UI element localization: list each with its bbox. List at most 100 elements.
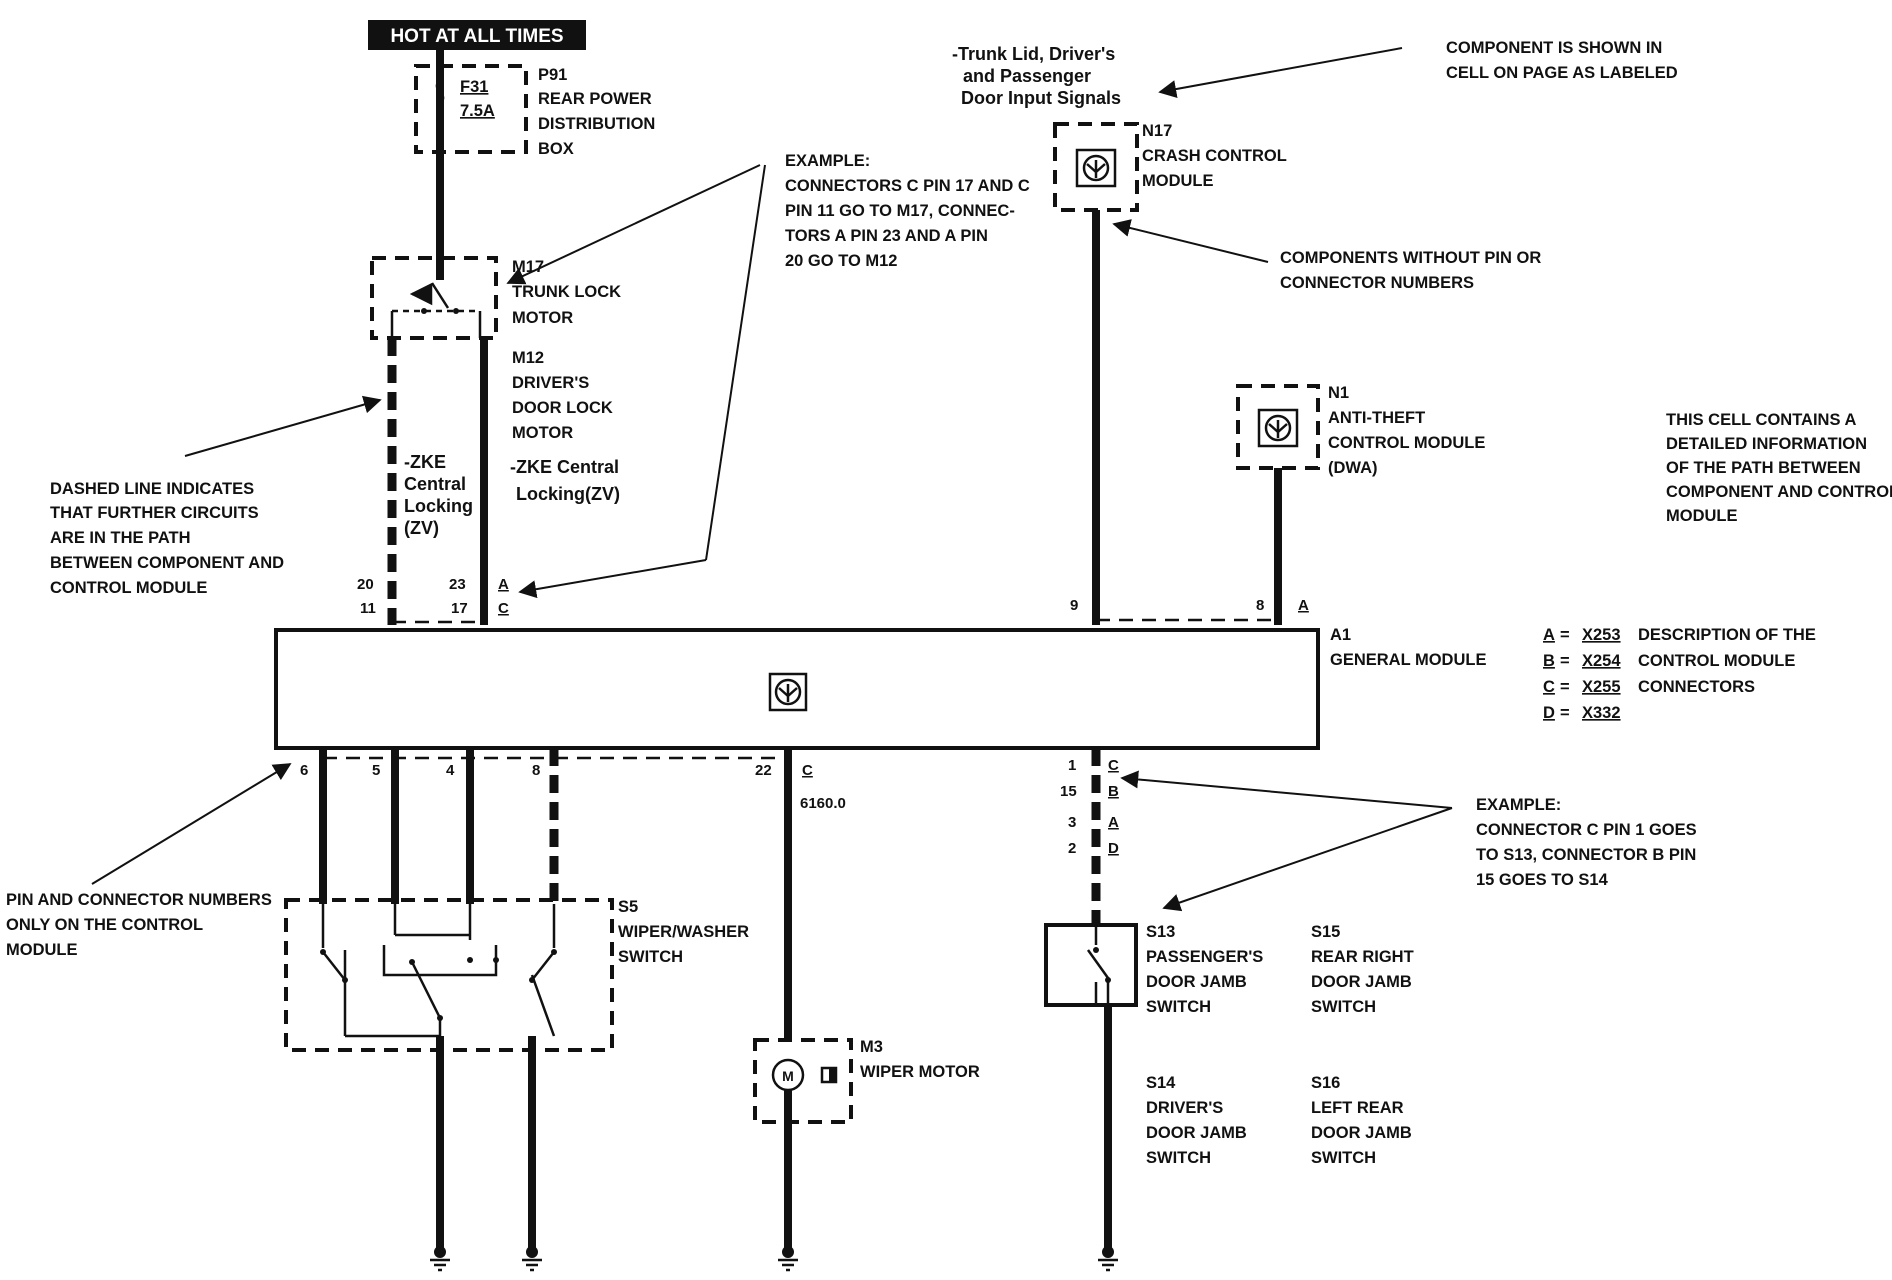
drivers-door-lock-motor-m12: M12 DRIVER'S DOOR LOCK MOTOR	[512, 349, 613, 442]
annotation-example-right: EXAMPLE: CONNECTOR C PIN 1 GOES TO S13, …	[1120, 770, 1697, 912]
legend-desc-3: CONNECTORS	[1638, 678, 1755, 696]
conn-a-top-left: A	[498, 576, 509, 593]
wiper-washer-switch-s5: S5 WIPER/WASHER SWITCH	[284, 898, 749, 1252]
n1-line-1: ANTI-THEFT	[1328, 409, 1425, 427]
legend-eq-a: =	[1560, 626, 1570, 644]
pin-8: 8	[1256, 597, 1264, 614]
pin-20: 20	[357, 576, 374, 593]
conn-c-right: C	[1108, 757, 1119, 774]
annotation-pin-connector: PIN AND CONNECTOR NUMBERS ONLY ON THE CO…	[6, 763, 292, 959]
annot-example-top-2: CONNECTORS C PIN 17 AND C	[785, 177, 1030, 195]
s15-line-1: REAR RIGHT	[1311, 948, 1414, 966]
p91-id: P91	[538, 66, 567, 84]
annot-example-right-4: 15 GOES TO S14	[1476, 871, 1609, 889]
s14-line-1: DRIVER'S	[1146, 1099, 1223, 1117]
annot-cell-2: DETAILED INFORMATION	[1666, 435, 1867, 453]
pin-23: 23	[449, 576, 466, 593]
legend-eq-d: =	[1560, 704, 1570, 722]
s13-line-3: SWITCH	[1146, 998, 1211, 1016]
conn-c-bottom: C	[802, 762, 813, 779]
p91-line-3: BOX	[538, 140, 574, 158]
s5-line-1: WIPER/WASHER	[618, 923, 749, 941]
pin-8-bottom: 8	[532, 762, 540, 779]
door-jamb-switch-s14: S14 DRIVER'S DOOR JAMB SWITCH	[1146, 1074, 1247, 1167]
m17-line-2: MOTOR	[512, 309, 573, 327]
s15-line-3: SWITCH	[1311, 998, 1376, 1016]
zke-left-1: -ZKE	[404, 452, 446, 472]
conn-b-right: B	[1108, 783, 1119, 800]
pin-22: 22	[755, 762, 772, 779]
wiper-motor-m3: M M3 WIPER MOTOR	[753, 748, 980, 1252]
zke-right-2: Locking(ZV)	[516, 484, 620, 504]
s13-line-1: PASSENGER'S	[1146, 948, 1263, 966]
trunk-signals-1: -Trunk Lid, Driver's	[952, 44, 1115, 64]
module-icon	[1264, 414, 1292, 442]
pin-15: 15	[1060, 783, 1077, 800]
annot-no-pin-1: COMPONENTS WITHOUT PIN OR	[1280, 249, 1541, 267]
n1-id: N1	[1328, 384, 1349, 402]
annot-component-cell-2: CELL ON PAGE AS LABELED	[1446, 64, 1678, 82]
conn-a-right: A	[1108, 814, 1119, 831]
s13-line-2: DOOR JAMB	[1146, 973, 1247, 991]
annot-no-pin-2: CONNECTOR NUMBERS	[1280, 274, 1474, 292]
m3-line-1: WIPER MOTOR	[860, 1063, 980, 1081]
legend-eq-c: =	[1560, 678, 1570, 696]
s16-line-2: DOOR JAMB	[1311, 1124, 1412, 1142]
n1-line-2: CONTROL MODULE	[1328, 434, 1485, 452]
annot-cell-3: OF THE PATH BETWEEN	[1666, 459, 1861, 477]
switch-contact-icon	[531, 951, 555, 981]
annotation-cell-contains: THIS CELL CONTAINS A DETAILED INFORMATIO…	[1666, 411, 1892, 525]
m12-line-3: MOTOR	[512, 424, 573, 442]
connector-legend: A = X253 B = X254 C = X255 D = X332 DESC…	[1543, 626, 1816, 722]
annot-dashed-4: BETWEEN COMPONENT AND	[50, 554, 284, 572]
annot-dashed-2: THAT FURTHER CIRCUITS	[50, 504, 259, 522]
ground-icon	[778, 1246, 798, 1272]
general-module-a1: A1 GENERAL MODULE	[274, 626, 1486, 750]
annot-example-right-3: TO S13, CONNECTOR B PIN	[1476, 846, 1696, 864]
s15-line-2: DOOR JAMB	[1311, 973, 1412, 991]
legend-code-d: X332	[1582, 704, 1621, 722]
fuse-box-p91: F31 7.5A P91 REAR POWER DISTRIBUTION BOX	[414, 50, 655, 260]
pin-4: 4	[446, 762, 455, 779]
m17-line-1: TRUNK LOCK	[512, 283, 621, 301]
hot-at-all-times-label: HOT AT ALL TIMES	[390, 26, 563, 47]
crash-control-module-n17: N17 CRASH CONTROL MODULE	[1053, 122, 1287, 625]
annotation-component-cell: COMPONENT IS SHOWN IN CELL ON PAGE AS LA…	[1158, 39, 1678, 98]
legend-eq-b: =	[1560, 652, 1570, 670]
switch-contact-icon	[322, 951, 346, 981]
annot-dashed-5: CONTROL MODULE	[50, 579, 207, 597]
module-icon	[1082, 154, 1110, 182]
hot-at-all-times-banner: HOT AT ALL TIMES	[368, 20, 586, 50]
pin-11: 11	[360, 600, 376, 617]
f31-rating: 7.5A	[460, 102, 495, 120]
annot-cell-1: THIS CELL CONTAINS A	[1666, 411, 1856, 429]
trunk-lock-motor-m17: M17 TRUNK LOCK MOTOR	[370, 256, 621, 340]
n17-id: N17	[1142, 122, 1172, 140]
legend-code-a: X253	[1582, 626, 1621, 644]
anti-theft-module-n1: N1 ANTI-THEFT CONTROL MODULE (DWA)	[1236, 384, 1485, 625]
door-jamb-switch-s15: S15 REAR RIGHT DOOR JAMB SWITCH	[1311, 923, 1414, 1016]
annotation-dashed-line: DASHED LINE INDICATES THAT FURTHER CIRCU…	[50, 395, 382, 597]
annot-pin-1: PIN AND CONNECTOR NUMBERS	[6, 891, 272, 909]
annot-cell-5: MODULE	[1666, 507, 1738, 525]
zke-left-label: -ZKE Central Locking (ZV)	[404, 452, 473, 538]
legend-letter-d: D	[1543, 704, 1555, 722]
svg-text:M: M	[782, 1068, 794, 1084]
m3-id: M3	[860, 1038, 883, 1056]
annot-pin-2: ONLY ON THE CONTROL	[6, 916, 203, 934]
legend-letter-c: C	[1543, 678, 1555, 696]
n17-line-2: MODULE	[1142, 172, 1214, 190]
switch-contact-icon	[410, 961, 442, 1019]
zke-left-4: (ZV)	[404, 518, 439, 538]
annotation-no-pin: COMPONENTS WITHOUT PIN OR CONNECTOR NUMB…	[1112, 219, 1541, 292]
f31-id: F31	[460, 78, 488, 96]
annot-example-top-5: 20 GO TO M12	[785, 252, 898, 270]
top-left-pins: 20 11 23 17 A C	[357, 576, 509, 617]
m12-line-2: DOOR LOCK	[512, 399, 613, 417]
pin-3: 3	[1068, 814, 1076, 831]
s14-line-2: DOOR JAMB	[1146, 1124, 1247, 1142]
legend-letter-a: A	[1543, 626, 1555, 644]
zke-right-label: -ZKE Central Locking(ZV)	[510, 457, 620, 504]
legend-desc-1: DESCRIPTION OF THE	[1638, 626, 1816, 644]
